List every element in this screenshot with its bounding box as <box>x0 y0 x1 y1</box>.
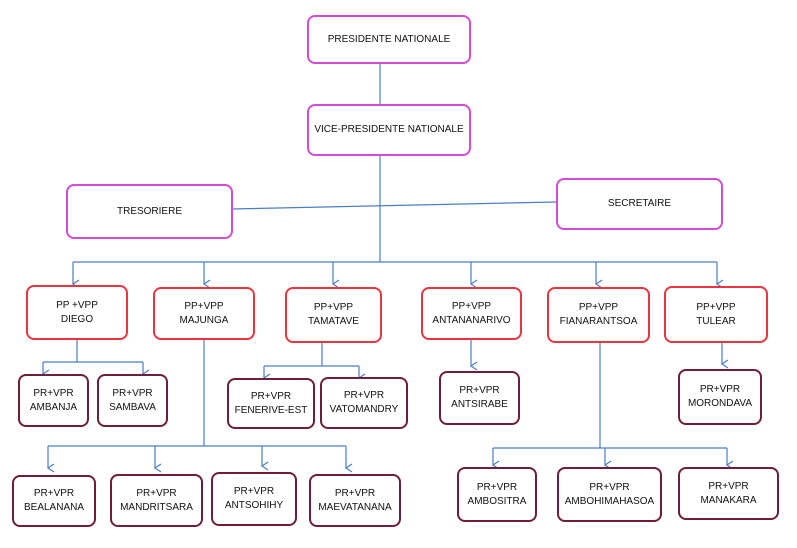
branch-title: PR+VPR <box>699 384 741 395</box>
branch-name: MANDRITSARA <box>120 501 193 513</box>
branch-title: PR+VPR <box>136 487 177 499</box>
branch-title: PR+VPR <box>476 481 518 493</box>
region-box-majunga: PP+VPP MAJUNGA <box>153 287 255 340</box>
branch-box-sambava: PR+VPR SAMBAVA <box>97 374 168 427</box>
vice-president-box: VICE-PRESIDENTE NATIONALE <box>307 104 471 156</box>
region-title: PP+VPP <box>184 300 224 312</box>
region-name: FIANARANTSOA <box>559 316 638 327</box>
region-name: ANTANANARIVO <box>432 314 511 326</box>
branch-title: PR+VPR <box>459 385 500 396</box>
branch-title: PR+VPR <box>233 486 275 497</box>
branch-name: VATOMANDRY <box>329 404 399 415</box>
region-name: TAMATAVE <box>308 316 359 327</box>
branch-box-fenerive-est: PR+VPR FENERIVE-EST <box>227 378 315 429</box>
president-box: PRESIDENTE NATIONALE <box>307 15 471 64</box>
branch-name: MORONDAVA <box>687 398 753 409</box>
branch-box-ambositra: PR+VPR AMBOSITRA <box>457 467 537 522</box>
branch-title: PR+VPR <box>112 387 153 399</box>
secretary-box: SECRETAIRE <box>556 178 723 230</box>
region-box-tulear: PP+VPP TULEAR <box>664 286 768 343</box>
branch-name: MANAKARA <box>700 494 757 506</box>
branch-title: PR+VPR <box>708 480 749 492</box>
region-title: PP+VPP <box>696 301 736 313</box>
branch-name: AMBOHIMAHASOA <box>564 495 655 507</box>
branch-box-manakara: PR+VPR MANAKARA <box>678 467 779 520</box>
branch-title: PR+VPR <box>589 481 630 493</box>
region-box-antananarivo: PP+VPP ANTANANARIVO <box>421 287 522 340</box>
branch-box-vatomandry: PR+VPR VATOMANDRY <box>320 377 408 429</box>
region-title: PP+VPP <box>578 302 619 313</box>
branch-name: FENERIVE-EST <box>234 404 308 416</box>
branch-box-antsirabe: PR+VPR ANTSIRABE <box>439 371 520 425</box>
branch-box-ambanja: PR+VPR AMBANJA <box>18 374 89 427</box>
branch-title: PR+VPR <box>343 390 385 401</box>
branch-box-morondava: PR+VPR MORONDAVA <box>678 369 762 425</box>
vice-president-label: VICE-PRESIDENTE NATIONALE <box>314 124 464 135</box>
branch-name: ANTSIRABE <box>451 399 508 410</box>
branch-title: PR+VPR <box>334 487 376 499</box>
branch-title: PR+VPR <box>33 488 75 499</box>
region-title: PP+VPP <box>451 300 492 312</box>
region-title: PP +VPP <box>56 299 98 311</box>
branch-title: PR+VPR <box>33 387 74 399</box>
branch-name: MAEVATANANA <box>318 501 392 513</box>
branch-box-antsohihy: PR+VPR ANTSOHIHY <box>211 472 297 526</box>
branch-title: PR+VPR <box>250 390 292 402</box>
branch-name: BEALANANA <box>23 502 85 513</box>
branch-box-maevatanana: PR+VPR MAEVATANANA <box>309 474 401 527</box>
region-name: MAJUNGA <box>179 314 229 326</box>
region-name: TULEAR <box>696 315 736 327</box>
secretary-label: SECRETAIRE <box>607 198 672 209</box>
region-name: DIEGO <box>60 313 94 325</box>
branch-box-mandritsara: PR+VPR MANDRITSARA <box>110 474 203 527</box>
region-box-diego: PP +VPP DIEGO <box>26 285 128 340</box>
branch-name: AMBANJA <box>29 401 78 413</box>
branch-name: ANTSOHIHY <box>224 500 284 511</box>
branch-name: SAMBAVA <box>109 401 156 413</box>
branch-box-ambohimahasoa: PR+VPR AMBOHIMAHASOA <box>557 467 662 522</box>
region-box-tamatave: PP+VPP TAMATAVE <box>285 287 382 343</box>
branch-box-bealanana: PR+VPR BEALANANA <box>12 475 96 527</box>
branch-name: AMBOSITRA <box>467 495 527 507</box>
region-title: PP+VPP <box>313 302 354 313</box>
treasurer-label: TRESORIERE <box>116 205 182 217</box>
treasurer-box: TRESORIERE <box>66 184 233 239</box>
president-label: PRESIDENTE NATIONALE <box>327 33 451 45</box>
region-box-fianarantsoa: PP+VPP FIANARANTSOA <box>547 287 650 343</box>
